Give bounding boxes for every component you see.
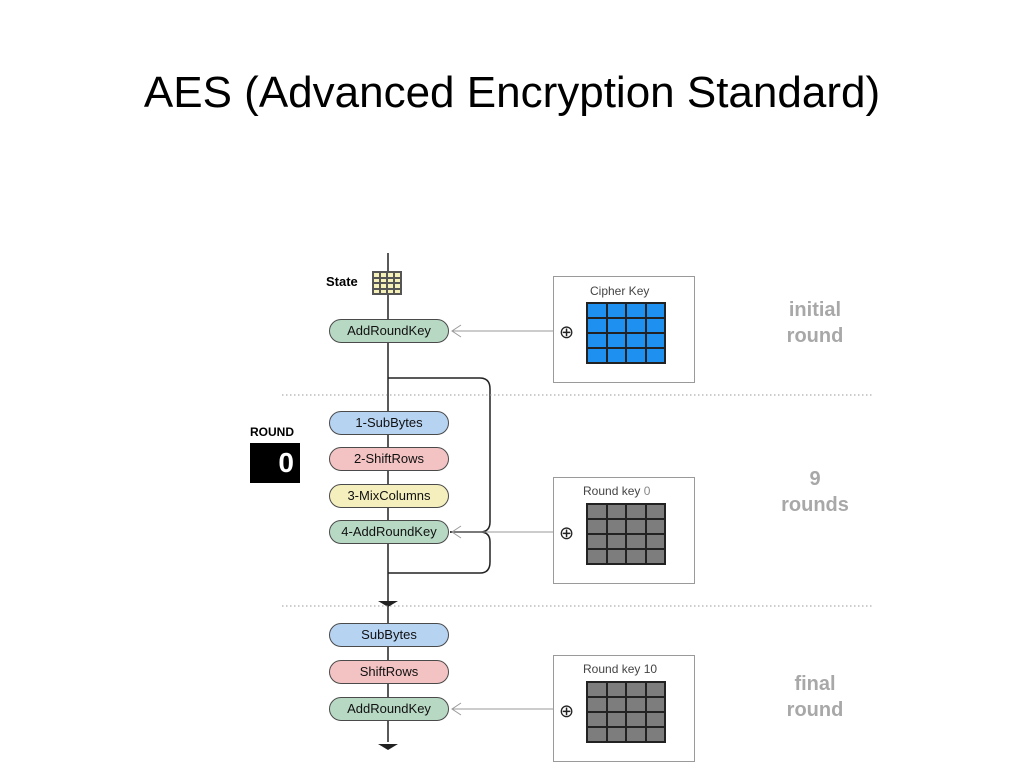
phase-label-initial: initial round: [786, 299, 844, 347]
cipher-key-label: Cipher Key: [590, 284, 650, 298]
round-counter: 0: [250, 443, 300, 483]
final-round-key-grid: [586, 681, 666, 743]
arrow-down-icon: [378, 744, 398, 750]
round-key-index: 0: [643, 484, 651, 498]
step-shiftrows: 2-ShiftRows: [329, 447, 449, 471]
cipher-key-box: Cipher Key ⊕: [553, 276, 695, 383]
xor-icon: ⊕: [559, 523, 575, 543]
arrow-left-icon: [451, 702, 462, 716]
loop-back-line: [388, 377, 491, 533]
xor-icon: ⊕: [559, 322, 575, 342]
state-label: State: [326, 274, 358, 289]
step-shiftrows-final: ShiftRows: [329, 660, 449, 684]
phase-label-final: final round: [786, 673, 844, 721]
step-addroundkey-final: AddRoundKey: [329, 697, 449, 721]
round-key-label: Round key 0: [583, 484, 651, 498]
phase-label-main: 9 rounds: [781, 468, 849, 516]
step-subbytes: 1-SubBytes: [329, 411, 449, 435]
step-addroundkey-initial: AddRoundKey: [329, 319, 449, 343]
round-key-grid: [586, 503, 666, 565]
arrow-left-icon: [451, 324, 462, 338]
round-label: ROUND: [250, 425, 294, 439]
step-mixcolumns: 3-MixColumns: [329, 484, 449, 508]
round-key-box: Round key 0 ⊕: [553, 477, 695, 584]
state-grid-icon: [372, 271, 402, 295]
arrow-down-icon: [378, 601, 398, 607]
slide-title: AES (Advanced Encryption Standard): [143, 68, 881, 117]
final-round-key-label: Round key 10: [583, 662, 658, 676]
step-subbytes-final: SubBytes: [329, 623, 449, 647]
cipher-key-grid: [586, 302, 666, 364]
final-round-key-box: Round key 10 ⊕: [553, 655, 695, 762]
xor-icon: ⊕: [559, 701, 575, 721]
final-round-key-index: 10: [643, 662, 658, 676]
loop-exit-line: [388, 531, 491, 574]
arrow-left-icon: [451, 525, 462, 539]
step-addroundkey: 4-AddRoundKey: [329, 520, 449, 544]
